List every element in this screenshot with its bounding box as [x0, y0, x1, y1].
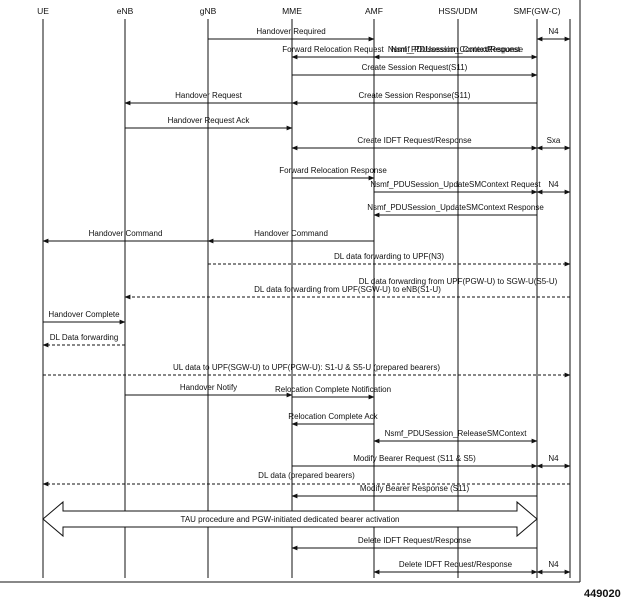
message-label-26: Modify Bearer Request (S11 & S5): [353, 454, 476, 463]
message-label-21: UL data to UPF(SGW-U) to UPF(PGW-U): S1-…: [173, 363, 440, 372]
message-label-30: TAU procedure and PGW-initiated dedicate…: [181, 515, 400, 524]
header-mme: MME: [282, 6, 302, 16]
message-label-22: Handover Notify: [180, 383, 237, 392]
message-label-19: Handover Complete: [48, 310, 120, 319]
message-label-14: Nsmf_PDUSession_UpdateSMContext Response: [367, 203, 544, 212]
message-label-18: DL data forwarding from UPF(SGW-U) to eN…: [254, 285, 441, 294]
message-arrows: Handover RequiredNsmf_PDUsession_Context…: [42, 27, 571, 575]
message-label-31: Delete IDFT Request/Response: [358, 536, 472, 545]
header-amf: AMF: [365, 6, 383, 16]
message-label-13: N4: [548, 180, 559, 189]
message-label-15: Handover Command: [89, 229, 163, 238]
header-gnb: gNB: [200, 6, 217, 16]
message-label-27: N4: [548, 454, 559, 463]
forwarding-loop-label: DL data forwarding from UPF(PGW-U) to SG…: [359, 277, 558, 286]
message-label-32: Delete IDFT Request/Response: [399, 560, 513, 569]
message-label-7: Create Session Response(S11): [359, 91, 471, 100]
block-arrow-30: [42, 500, 538, 538]
header-hss: HSS/UDM: [438, 6, 477, 16]
message-label-4: Nsmf_PDUsession_ContextResponse: [388, 45, 524, 54]
header-enb: eNB: [117, 6, 134, 16]
header-ue: UE: [37, 6, 49, 16]
message-label-12: Nsmf_PDUSession_UpdateSMContext Request: [370, 180, 541, 189]
header-smf: SMF(GW-C): [513, 6, 560, 16]
message-label-33: N4: [548, 560, 559, 569]
message-label-10: Sxa: [547, 136, 561, 145]
entity-headers: UE eNB gNB MME AMF HSS/UDM SMF(GW-C): [37, 6, 561, 16]
message-label-6: Handover Request: [175, 91, 242, 100]
message-label-17: DL data forwarding to UPF(N3): [334, 252, 444, 261]
message-label-0: Handover Required: [256, 27, 325, 36]
message-label-28: DL data (prepared bearers): [258, 471, 355, 480]
message-label-20: DL Data forwarding: [50, 333, 119, 342]
message-label-29: Modify Bearer Response (S11): [360, 484, 470, 493]
message-label-1: Nsmf_PDUsession_ContextRequest: [391, 45, 521, 54]
message-label-11: Forward Relocation Response: [279, 166, 387, 175]
message-label-3: Forward Relocation Request: [282, 45, 384, 54]
message-label-24: Relocation Complete Ack: [288, 412, 378, 421]
message-label-25: Nsmf_PDUSession_ReleaseSMContext: [385, 429, 528, 438]
message-label-9: Create IDFT Request/Response: [357, 136, 472, 145]
figure-number: 449020: [584, 588, 621, 600]
message-label-23: Relocation Complete Notification: [275, 385, 391, 394]
message-label-16: Handover Command: [254, 229, 328, 238]
lifelines: [42, 19, 571, 578]
message-label-5: Create Session Request(S11): [362, 63, 468, 72]
message-label-2: N4: [548, 27, 559, 36]
message-label-8: Handover Request Ack: [168, 116, 251, 125]
